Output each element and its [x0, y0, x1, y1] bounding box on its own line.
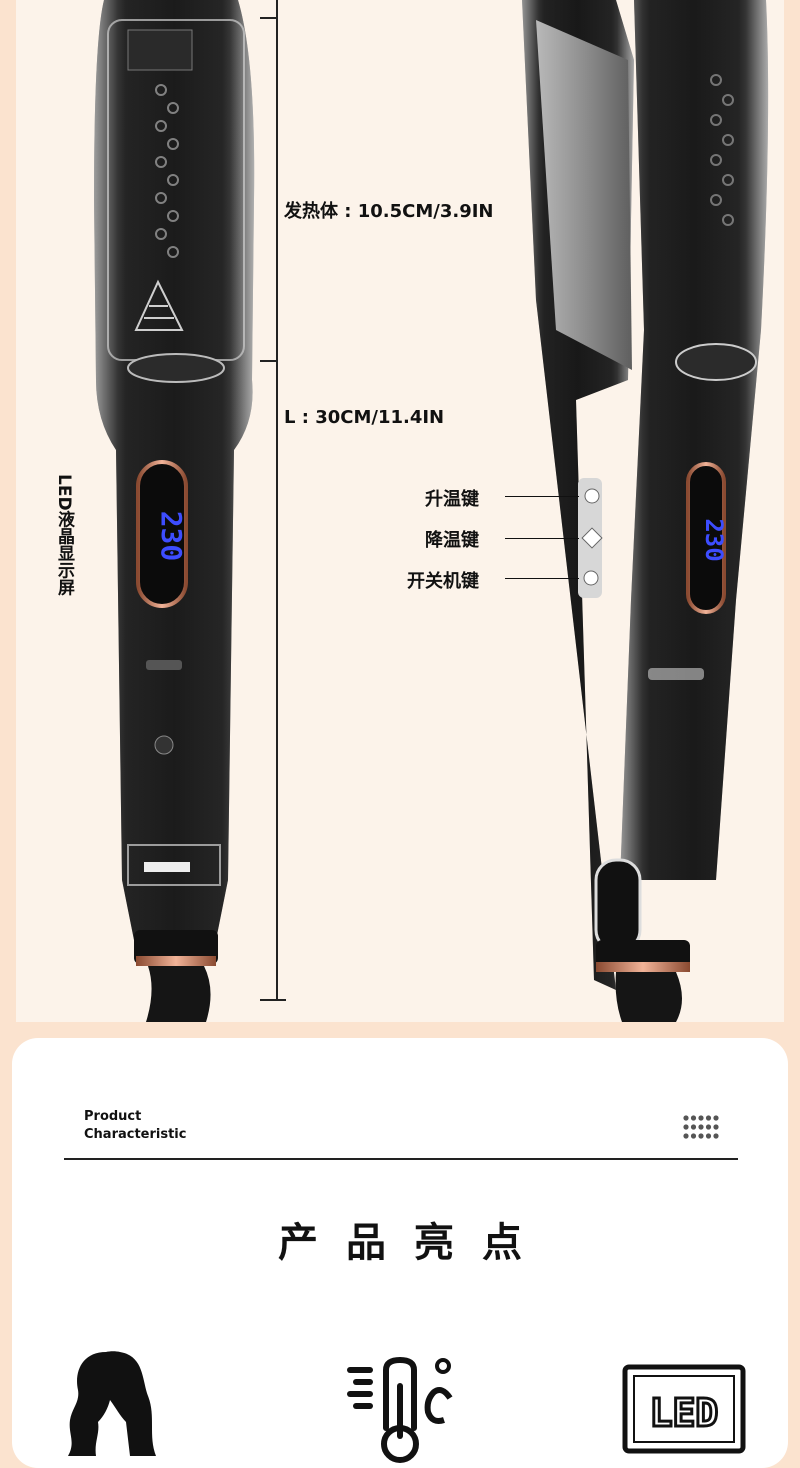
- straightener-illustration: 230 230: [94, 0, 769, 1022]
- characteristic-title-line2: Characteristic: [84, 1127, 187, 1142]
- led-display-icon: LED: [622, 1364, 746, 1454]
- characteristic-title: Product Characteristic: [84, 1108, 186, 1144]
- heater-length-label: 发热体 : 10.5CM/3.9IN: [284, 201, 494, 222]
- thermometer-celsius-icon: [347, 1356, 453, 1463]
- right-straightener: [522, 0, 769, 1022]
- power-button-label: 开关机键: [407, 571, 479, 592]
- led-icon-text: LED: [650, 1391, 719, 1435]
- highlights-headline: 产品亮点: [278, 1220, 550, 1266]
- right-display-reading: 230: [700, 518, 728, 561]
- temp-down-button-label: 降温键: [425, 530, 479, 551]
- temp-up-leader: [505, 496, 579, 497]
- dot-grid-icon: [683, 1115, 719, 1139]
- product-spec-panel: 230 230 发热体 : 10.5CM/3.9IN L : 30CM/11.4…: [16, 0, 784, 1022]
- characteristic-title-line1: Product: [84, 1109, 142, 1124]
- led-display-label: LED液晶显示屏: [54, 474, 74, 596]
- left-straightener: [94, 0, 255, 1022]
- characteristic-divider: [64, 1158, 738, 1160]
- left-display-reading: 230: [155, 511, 188, 562]
- temp-up-button-label: 升温键: [425, 489, 479, 510]
- hair-icon: [68, 1351, 156, 1456]
- product-characteristic-card: Product Characteristic 产品亮点 LED: [12, 1038, 788, 1468]
- temp-down-leader: [505, 538, 579, 539]
- power-leader: [505, 578, 579, 579]
- total-length-label: L : 30CM/11.4IN: [284, 407, 445, 428]
- dimension-ruler: [260, 0, 286, 1001]
